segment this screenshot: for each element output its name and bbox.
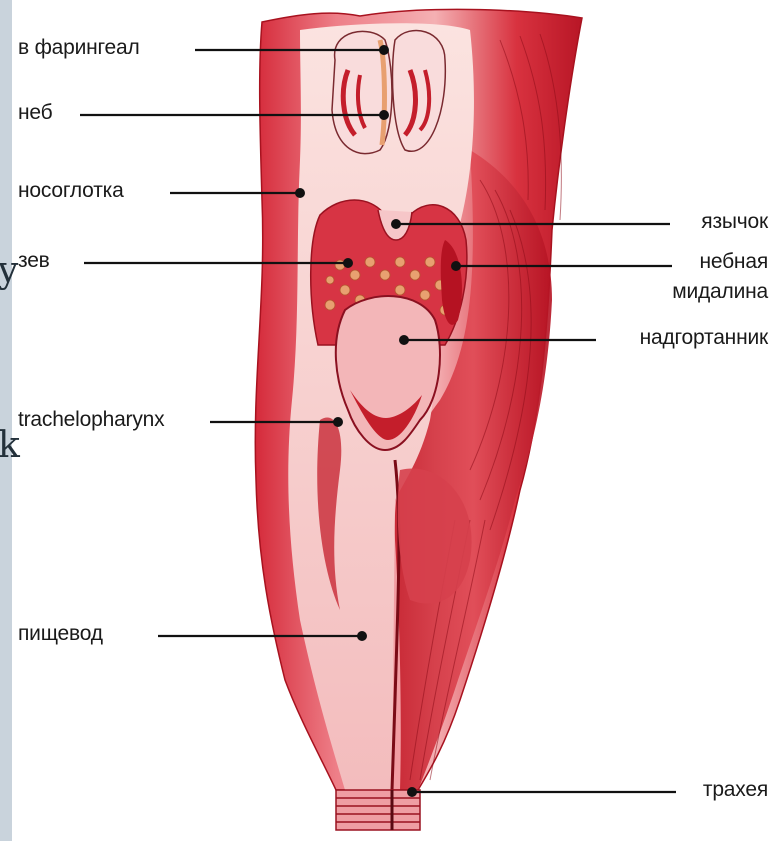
label-neb: неб <box>18 101 52 125</box>
label-nosoglotka: носоглотка <box>18 179 124 203</box>
label-pishchevod: пищевод <box>18 622 103 646</box>
label-yazychok: язычок <box>701 210 768 234</box>
label-traheya: трахея <box>703 778 768 802</box>
label-zev: зев <box>18 249 50 273</box>
label-nebnaya: небная <box>699 250 768 274</box>
trachea-rings <box>336 790 420 830</box>
label-v-faringeal: в фарингеал <box>18 36 140 60</box>
label-nadgortannik: надгортанник <box>640 326 768 350</box>
label-trachelopharynx: trachelopharynx <box>18 408 164 432</box>
label-midalina: мидалина <box>672 280 768 304</box>
